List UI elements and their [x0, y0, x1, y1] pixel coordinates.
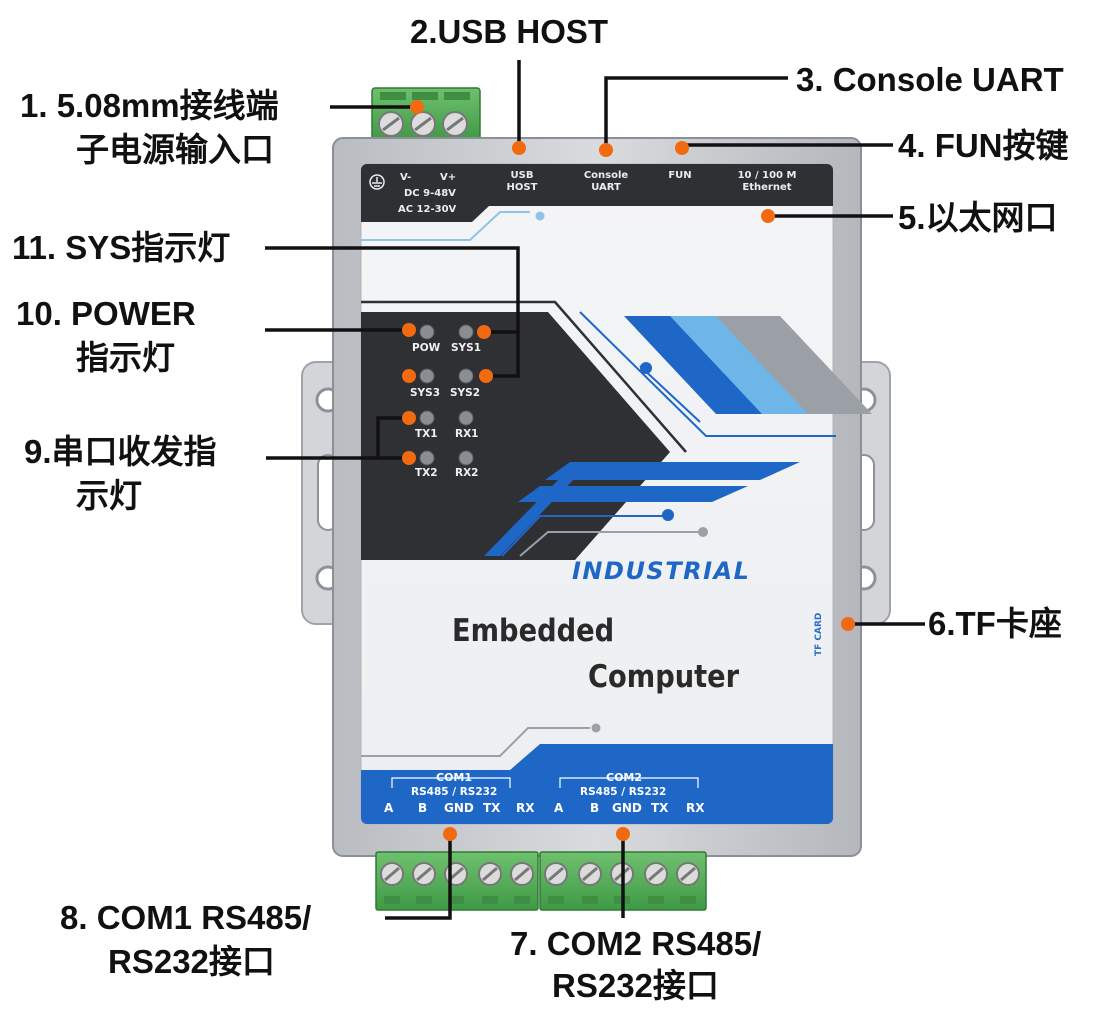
callout-10-line1: 10. POWER — [16, 295, 196, 332]
callout-8-line1: 8. COM1 RS485/ — [60, 899, 312, 936]
led-tx1 — [419, 410, 435, 426]
led-label-pow: POW — [412, 342, 441, 354]
callout-3: 3. Console UART — [796, 61, 1064, 98]
callout-2: 2.USB HOST — [410, 13, 609, 50]
product-name-line1: Embedded — [452, 613, 615, 649]
com1-pin-b: B — [418, 801, 428, 815]
led-label-tx1: TX1 — [415, 428, 438, 440]
com2-pin-b: B — [590, 801, 600, 815]
led-label-tx2: TX2 — [415, 467, 438, 479]
callout-4: 4. FUN按键 — [898, 127, 1069, 164]
led-pow — [419, 324, 435, 340]
led-sys2 — [458, 368, 474, 384]
com2-pin-tx: TX — [651, 801, 669, 815]
label-ac-range: AC 12-30V — [398, 204, 457, 215]
led-label-sys2: SYS2 — [450, 387, 481, 399]
callout-8-line2: RS232接口 — [108, 943, 275, 980]
callout-9-line1: 9.串口收发指 — [24, 433, 217, 470]
power-terminal-block — [371, 87, 481, 141]
label-v-minus: V- — [400, 172, 412, 183]
label-fun: FUN — [668, 170, 692, 181]
callout-1-line2: 子电源输入口 — [76, 131, 274, 168]
callout-9-line2: 示灯 — [76, 477, 142, 514]
led-label-rx1: RX1 — [455, 428, 479, 440]
callout-10-line2: 指示灯 — [76, 339, 175, 376]
led-rx1 — [458, 410, 474, 426]
led-label-sys3: SYS3 — [410, 387, 441, 399]
com2-title: COM2 — [606, 771, 643, 784]
tf-card-label: TF CARD — [814, 612, 824, 656]
com1-subtitle: RS485 / RS232 — [411, 786, 498, 798]
com1-pin-tx: TX — [483, 801, 501, 815]
callout-5: 5.以太网口 — [898, 199, 1058, 236]
label-dc-range: DC 9-48V — [404, 188, 456, 199]
led-rx2 — [458, 450, 474, 466]
com1-pin-a: A — [384, 801, 394, 815]
callout-6: 6.TF卡座 — [928, 605, 1062, 642]
brand-industrial: INDUSTRIAL — [572, 557, 751, 585]
com2-subtitle: RS485 / RS232 — [580, 786, 667, 798]
product-name-line2: Computer — [588, 659, 740, 695]
led-sys1 — [458, 324, 474, 340]
com2-pin-gnd: GND — [612, 801, 642, 815]
led-indicators — [419, 324, 474, 466]
com1-title: COM1 — [436, 771, 473, 784]
led-sys3 — [419, 368, 435, 384]
com2-pin-a: A — [554, 801, 564, 815]
led-label-sys1: SYS1 — [451, 342, 482, 354]
led-tx2 — [419, 450, 435, 466]
callout-1-line1: 1. 5.08mm接线端 — [20, 87, 279, 124]
led-label-rx2: RX2 — [455, 467, 479, 479]
top-label-strip — [361, 164, 833, 222]
ground-icon — [369, 174, 385, 190]
com1-pin-rx: RX — [516, 801, 535, 815]
callout-11: 11. SYS指示灯 — [12, 229, 231, 266]
bottom-label-strip — [361, 744, 833, 824]
com-terminal-blocks — [375, 851, 707, 911]
marker-dots — [402, 100, 855, 841]
com2-pin-rx: RX — [686, 801, 705, 815]
com1-pin-gnd: GND — [444, 801, 474, 815]
callout-7-line2: RS232接口 — [552, 967, 719, 1004]
label-v-plus: V+ — [440, 172, 457, 183]
callout-7-line1: 7. COM2 RS485/ — [510, 925, 762, 962]
leader-lines — [265, 60, 925, 920]
